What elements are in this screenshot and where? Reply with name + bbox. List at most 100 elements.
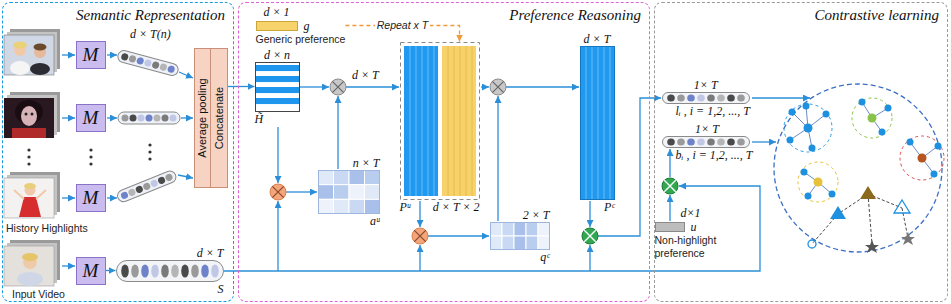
feature-cell (141, 264, 149, 277)
feature-cell (687, 138, 695, 145)
matrix-graphic (116, 260, 224, 282)
matrix-row (256, 98, 299, 104)
dimension-label: d × n (255, 48, 300, 62)
cluster-space (907, 139, 914, 146)
encoder-box: M (76, 41, 106, 69)
dimension-label: d × T × 2 (433, 200, 480, 214)
feature-cell (667, 138, 675, 145)
matrix-graphic (662, 136, 750, 148)
cluster-space (774, 84, 944, 253)
feature-strip (116, 260, 223, 281)
feature-strip (135, 185, 144, 194)
preference-caption: Non-highlight preference (655, 234, 747, 260)
dimension-label: 1× T (662, 122, 753, 136)
flow-arrow (752, 97, 810, 98)
feature-cell (121, 264, 129, 277)
flow-arrow (506, 86, 579, 87)
feature-strip (136, 57, 145, 66)
matrix-column (409, 46, 410, 196)
label-row: Pᵘd × T × 2 (400, 200, 480, 214)
label-row: Pᶜ (580, 200, 615, 214)
matrix-cell (333, 199, 349, 214)
matrix-cell (514, 236, 526, 250)
dimension-label: n × T (318, 156, 380, 170)
feature-cell (191, 264, 199, 277)
caption-row: Non-highlight preference (655, 234, 747, 260)
flow-arrow (62, 265, 75, 266)
cluster-space (868, 114, 877, 123)
connector (228, 86, 255, 87)
cluster-space (787, 137, 794, 144)
feature-strip (146, 115, 153, 122)
matrix-name: S (116, 282, 224, 296)
video-frame (19, 197, 41, 217)
matrix-name: H̃ (255, 112, 300, 126)
label-holder: Input Video (12, 288, 65, 301)
video-frame (4, 246, 54, 286)
encoder-symbol: M (83, 261, 99, 281)
label-row: bᵢ , i = 1,2, ..., T (662, 148, 753, 162)
video-frame (10, 61, 30, 75)
flow-arrow (419, 245, 420, 271)
flow-arrow (428, 235, 489, 236)
feature-strip (127, 188, 136, 197)
dimension-label: d × T(n) (130, 27, 171, 41)
multiply-op (412, 228, 428, 244)
matrix-row (256, 87, 299, 93)
cluster-space (787, 99, 942, 200)
ellipsis-dots (148, 143, 151, 146)
matrix-frame (255, 62, 299, 111)
feature-cell (677, 138, 685, 145)
encoder-box: M (76, 257, 106, 285)
feature-strip (157, 176, 166, 185)
multiply-op (270, 184, 286, 200)
edge-label-holder: Repeat x T (375, 19, 430, 32)
label-holder: d × T(n) (130, 27, 171, 41)
multiply-op (414, 230, 425, 241)
matrix-column (421, 46, 422, 196)
matrix-column (591, 47, 592, 199)
matrix-name: Pᶜ (580, 200, 615, 214)
video-frame (36, 190, 46, 199)
matrix-row (256, 76, 299, 82)
feature-cell (697, 94, 705, 101)
cluster-space (804, 124, 813, 133)
feature-cell (201, 264, 209, 277)
matrix-block (404, 46, 438, 196)
cluster-space (790, 102, 938, 196)
ellipsis-dots (27, 143, 151, 165)
cluster-space (859, 99, 866, 106)
feature-cell (677, 94, 685, 101)
feature-strip (120, 191, 129, 200)
multiply-op (332, 81, 343, 92)
matrix-cell (318, 170, 334, 185)
video-frame (24, 183, 36, 189)
matrix-column (447, 46, 448, 196)
panel-region: Contrastive learning1× Tlᵢ , i = 1,2, ..… (654, 2, 948, 302)
matrix-cell (538, 236, 550, 250)
video-frame (4, 240, 60, 286)
pooling-column: Average pooling (195, 49, 211, 187)
video-frame (30, 63, 50, 75)
feature-strip (170, 115, 177, 122)
label-row: d × T (580, 32, 615, 46)
matrix-cell (364, 199, 380, 214)
cluster-space (803, 103, 810, 110)
cluster-space (865, 240, 879, 253)
flow-arrow (419, 201, 420, 227)
preference-bar (655, 222, 685, 232)
matrix-cell (502, 222, 514, 236)
flow-arrow (589, 245, 590, 271)
matrix-graphic (255, 62, 300, 112)
matrix-name: bᵢ , i = 1,2, ..., T (676, 148, 753, 162)
label-row: S (116, 282, 224, 296)
flow-arrow (337, 96, 338, 169)
cluster-space (812, 194, 908, 244)
feature-cell (151, 264, 159, 277)
multiply-op (662, 178, 678, 194)
flow-arrow (752, 141, 776, 142)
feature-strip (662, 136, 749, 147)
feature-strip (162, 115, 169, 122)
